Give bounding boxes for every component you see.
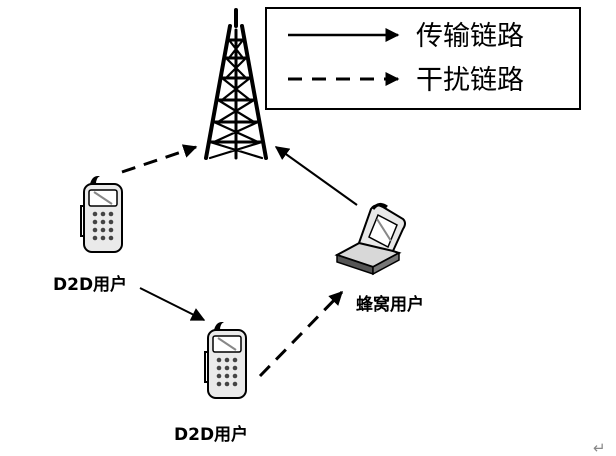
- d2d-user-2-phone-icon: [204, 321, 247, 399]
- legend-box: [265, 7, 581, 110]
- interference-link-d2d1-to-bs: [121, 144, 198, 174]
- transmission-link-d2d1-to-d2d2: [139, 287, 206, 321]
- transmission-link-cellular-to-bs: [274, 146, 358, 206]
- d2d-user-2-label: D2D用户: [174, 424, 248, 445]
- paragraph-mark: ↵: [593, 439, 606, 456]
- d2d-user-1-phone-icon: [80, 175, 123, 253]
- base-station-tower-icon: [204, 8, 268, 160]
- cellular-user-phone-icon: [334, 202, 406, 276]
- interference-link-d2d2-to-cellular: [258, 290, 344, 378]
- d2d-user-1-label: D2D用户: [53, 274, 127, 295]
- cellular-user-label: 蜂窝用户: [356, 294, 424, 315]
- legend-transmission-label: 传输链路: [416, 21, 524, 52]
- legend-interference-label: 干扰链路: [416, 65, 524, 96]
